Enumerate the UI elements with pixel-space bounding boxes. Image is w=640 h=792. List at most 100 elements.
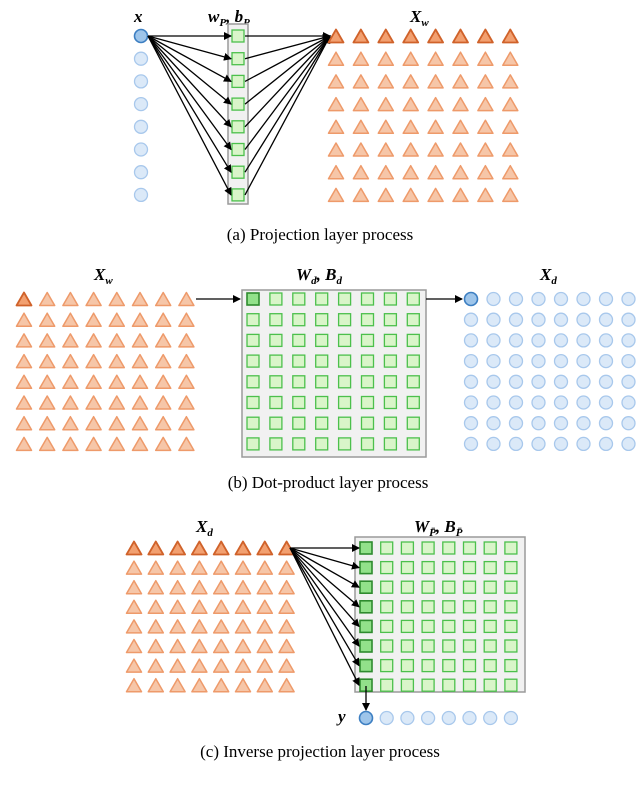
square-node	[462, 560, 477, 575]
square-node-highlighted	[359, 639, 373, 653]
circle-node	[463, 374, 479, 389]
square-node	[442, 619, 456, 634]
square-node	[504, 678, 518, 692]
triangle-node-highlighted	[190, 540, 208, 556]
circle-node	[621, 353, 636, 369]
triangle-node	[125, 579, 143, 595]
panel-b-Xw-subscript: w	[105, 275, 113, 287]
triangle-node	[256, 599, 274, 615]
triangle-node	[38, 333, 56, 348]
square-node	[442, 541, 456, 555]
triangle-node	[477, 96, 494, 112]
square-node	[483, 639, 497, 653]
circle-node	[531, 291, 546, 307]
panel-b-output-matrix	[463, 291, 636, 452]
triangle-node	[108, 333, 126, 348]
circle-node	[508, 312, 524, 327]
circle-node	[553, 312, 569, 327]
triangle-node	[327, 187, 345, 203]
triangle-node	[108, 312, 126, 327]
square-node	[231, 142, 245, 157]
square-node-highlighted	[359, 619, 373, 634]
panel-a-X-symbol: X	[409, 7, 422, 26]
triangle-node	[131, 333, 149, 348]
circle-node	[553, 353, 569, 369]
square-node	[380, 619, 394, 634]
square-node	[442, 678, 456, 692]
panel-c-W-B-label: WP̄, BP̄	[414, 517, 463, 539]
square-node	[483, 541, 497, 555]
triangle-node	[212, 677, 230, 693]
triangle-node	[147, 579, 165, 595]
triangle-node	[327, 142, 345, 157]
square-node	[337, 292, 352, 306]
triangle-node	[15, 333, 33, 348]
square-node	[246, 416, 260, 430]
triangle-node	[502, 119, 519, 135]
triangle-node	[502, 74, 519, 89]
arrow	[244, 35, 331, 196]
triangle-node	[452, 51, 469, 66]
triangle-node	[234, 599, 252, 615]
triangle-node	[178, 436, 195, 452]
circle-node	[531, 374, 546, 389]
triangle-node	[234, 579, 252, 595]
triangle-node	[169, 638, 186, 654]
triangle-node	[327, 96, 345, 112]
circle-node	[133, 119, 149, 134]
circle-node	[508, 333, 524, 348]
circle-node	[621, 436, 636, 452]
panel-c-y-label: y	[336, 707, 346, 726]
square-node	[442, 658, 456, 673]
circle-node	[508, 395, 524, 410]
circle-node	[576, 395, 591, 410]
triangle-node	[191, 677, 208, 693]
circle-node	[598, 436, 614, 452]
triangle-node	[147, 599, 165, 615]
triangle-node	[278, 677, 295, 693]
circle-node	[553, 436, 569, 452]
triangle-node	[477, 142, 494, 157]
arrow	[244, 35, 331, 105]
triangle-node	[402, 74, 419, 89]
square-node	[380, 541, 394, 555]
panel-a-w-symbol: w	[208, 7, 220, 26]
circle-node	[462, 710, 477, 726]
square-node	[292, 395, 306, 410]
panel-c-label-separator: ,	[435, 517, 445, 536]
triangle-node	[402, 187, 419, 203]
circle-node	[420, 710, 436, 726]
panel-b-Xd-label: Xd	[539, 265, 557, 287]
triangle-node	[169, 560, 186, 575]
triangle-node	[131, 312, 149, 327]
triangle-node	[62, 395, 79, 410]
arrow	[244, 35, 331, 150]
circle-node	[576, 374, 591, 389]
triangle-node	[85, 374, 102, 390]
square-node	[406, 416, 420, 430]
triangle-node	[502, 187, 519, 203]
triangle-node	[191, 619, 208, 634]
square-node	[462, 541, 477, 555]
square-node	[231, 52, 245, 66]
square-node	[269, 354, 283, 368]
triangle-node	[327, 74, 345, 89]
circle-node	[553, 374, 569, 389]
square-node	[269, 333, 283, 348]
circle-node	[531, 312, 546, 327]
triangle-node	[234, 560, 252, 575]
arrow	[289, 547, 360, 588]
triangle-node	[147, 658, 165, 673]
triangle-node	[154, 333, 172, 348]
triangle-node	[402, 119, 419, 135]
panel-a-weight-vector	[231, 29, 245, 202]
triangle-node	[427, 164, 444, 180]
square-node	[406, 313, 420, 327]
square-node	[383, 313, 398, 327]
square-node	[483, 658, 497, 673]
triangle-node	[131, 395, 149, 410]
triangle-node	[38, 395, 56, 410]
triangle-node	[212, 638, 230, 654]
square-node-highlighted	[359, 560, 373, 575]
arrow	[147, 35, 232, 151]
